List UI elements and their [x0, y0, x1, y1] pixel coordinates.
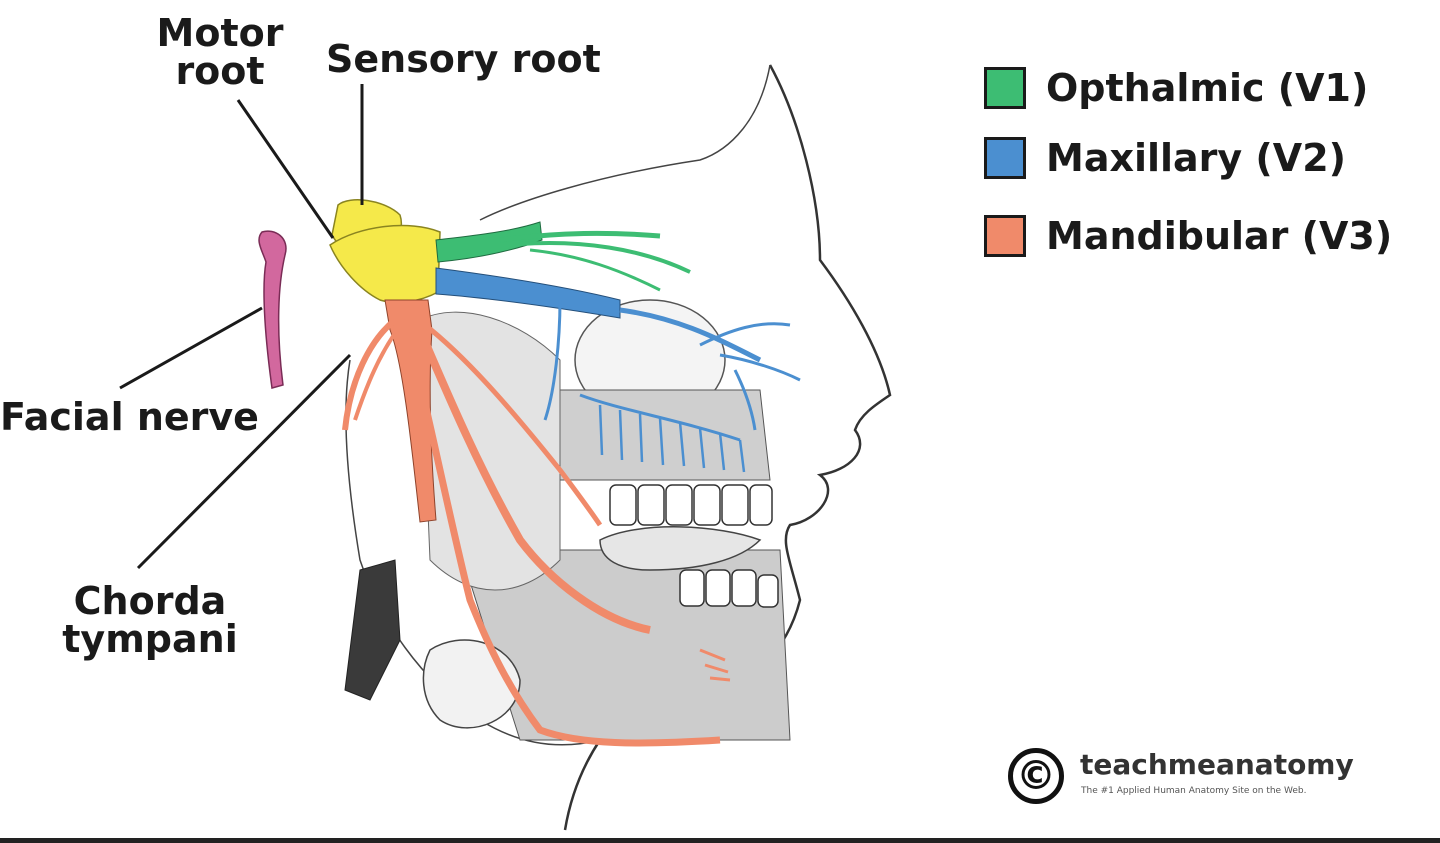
tongue: [599, 526, 762, 571]
v1-branch-middle: [519, 241, 691, 274]
v1-branch-lower: [529, 248, 661, 292]
facial-nerve-shape: [258, 230, 287, 389]
legend-swatch-v1: [984, 67, 1026, 109]
maxilla-shading: [559, 389, 771, 481]
v3-masseteric: [353, 318, 407, 421]
chorda-line1: Chorda: [73, 579, 227, 623]
v3-lingual: [416, 328, 651, 634]
legend-label-v2: Maxillary (V2): [1046, 136, 1347, 180]
legend-label-v3: Mandibular (V3): [1046, 214, 1393, 258]
sensory-root-label: Sensory root: [326, 37, 601, 81]
copyright-icon: ©: [1008, 748, 1064, 804]
v2-infraorbital: [619, 307, 762, 363]
v2-face-branch-2: [719, 353, 801, 382]
chorda-tympani-label: Chorda tympani: [60, 582, 240, 658]
v2-tooth-branches: [598, 404, 746, 473]
leader-motor-root: [236, 99, 335, 239]
v1-branch-upper: [499, 230, 661, 243]
motor-root-label: Motor root: [150, 14, 290, 90]
legend-swatch-v3: [984, 215, 1026, 257]
legend-item-v1: Opthalmic (V1): [984, 66, 1368, 110]
v2-trunk: [435, 267, 621, 319]
chorda-line2: tympani: [62, 617, 238, 661]
lower-teeth: [679, 569, 779, 608]
legend-label-v1: Opthalmic (V1): [1046, 66, 1369, 110]
legend-item-v3: Mandibular (V3): [984, 214, 1392, 258]
motor-root-line1: Motor: [156, 11, 284, 55]
v2-face-branch-3: [733, 369, 757, 431]
v2-alveolar-posterior: [543, 299, 562, 421]
leader-chorda-tympani: [136, 353, 352, 570]
upper-teeth: [609, 484, 773, 526]
bottom-rule: [0, 838, 1440, 843]
v3-buccal: [423, 323, 603, 527]
v3-inferior-alveolar: [406, 339, 721, 747]
leader-facial-nerve: [119, 306, 263, 390]
muscle-shading: [419, 311, 561, 591]
v1-trunk: [435, 221, 543, 263]
legend-item-v2: Maxillary (V2): [984, 136, 1346, 180]
brand-name: teachmeanatomy: [1080, 748, 1354, 781]
facial-nerve-label: Facial nerve: [0, 395, 259, 439]
carotid-vessel: [344, 559, 401, 701]
v2-face-branch-1: [699, 322, 791, 347]
v3-auriculotemporal: [342, 317, 397, 431]
motor-root-line2: root: [175, 49, 265, 93]
legend-swatch-v2: [984, 137, 1026, 179]
trigeminal-ganglion: [329, 224, 441, 304]
brand-tagline: The #1 Applied Human Anatomy Site on the…: [1081, 786, 1307, 796]
v3-mental-branches: [699, 648, 731, 682]
skull-outline: [479, 64, 771, 221]
